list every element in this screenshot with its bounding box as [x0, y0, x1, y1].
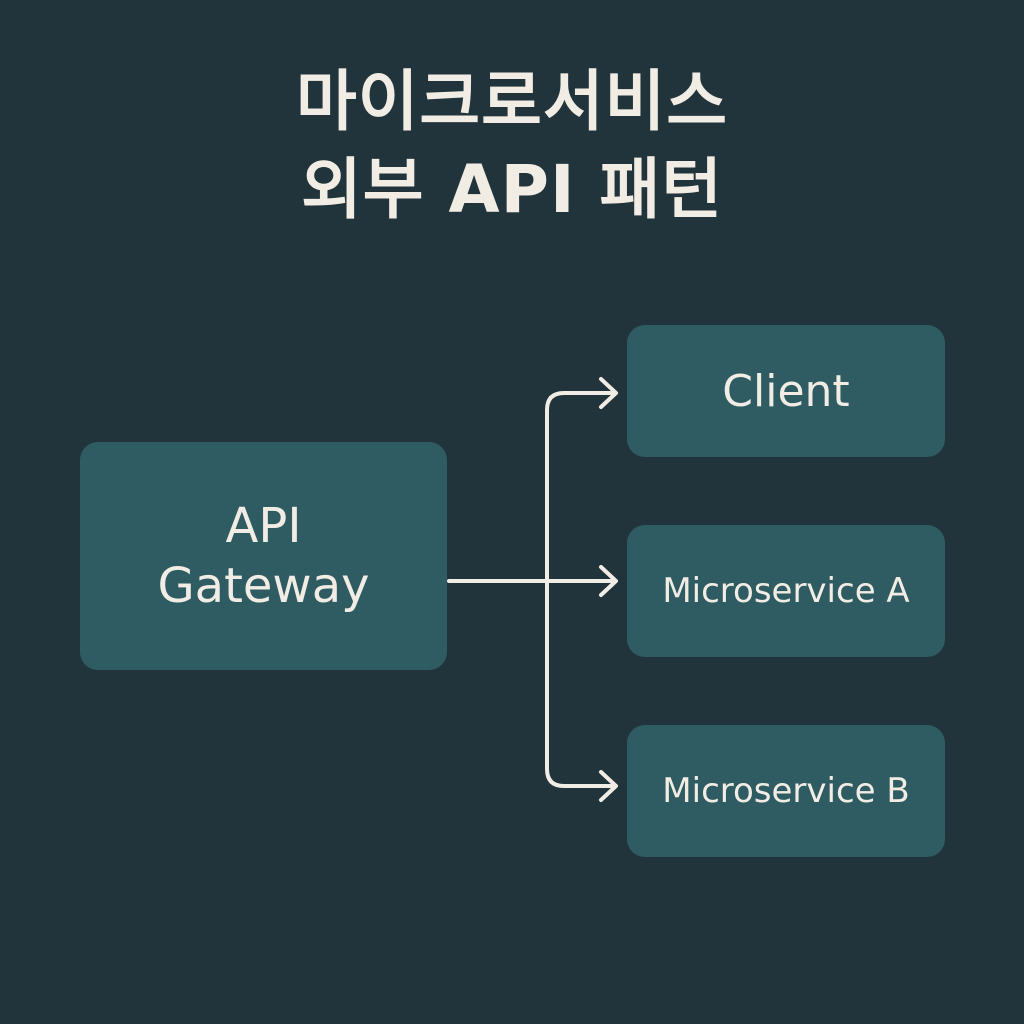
api-gateway-node: API Gateway: [80, 442, 447, 670]
client-label: Client: [722, 365, 850, 417]
arrow-to-client: [545, 391, 616, 583]
microservice-b-node: Microservice B: [627, 725, 945, 857]
diagram-title: 마이크로서비스 외부 API 패턴: [0, 58, 1024, 234]
client-node: Client: [627, 325, 945, 457]
title-line-1: 마이크로서비스: [295, 63, 729, 140]
arrowhead-microservice-a: [599, 565, 618, 597]
microservice-b-label: Microservice B: [662, 771, 910, 811]
arrow-to-microservice-b: [545, 579, 616, 788]
api-gateway-label-line-2: Gateway: [157, 558, 370, 614]
microservice-a-label: Microservice A: [662, 571, 910, 611]
microservice-a-node: Microservice A: [627, 525, 945, 657]
api-gateway-label-line-1: API: [225, 498, 302, 554]
arrowhead-client: [599, 377, 618, 409]
title-line-2: 외부 API 패턴: [301, 151, 723, 228]
arrowhead-microservice-b: [599, 770, 618, 802]
